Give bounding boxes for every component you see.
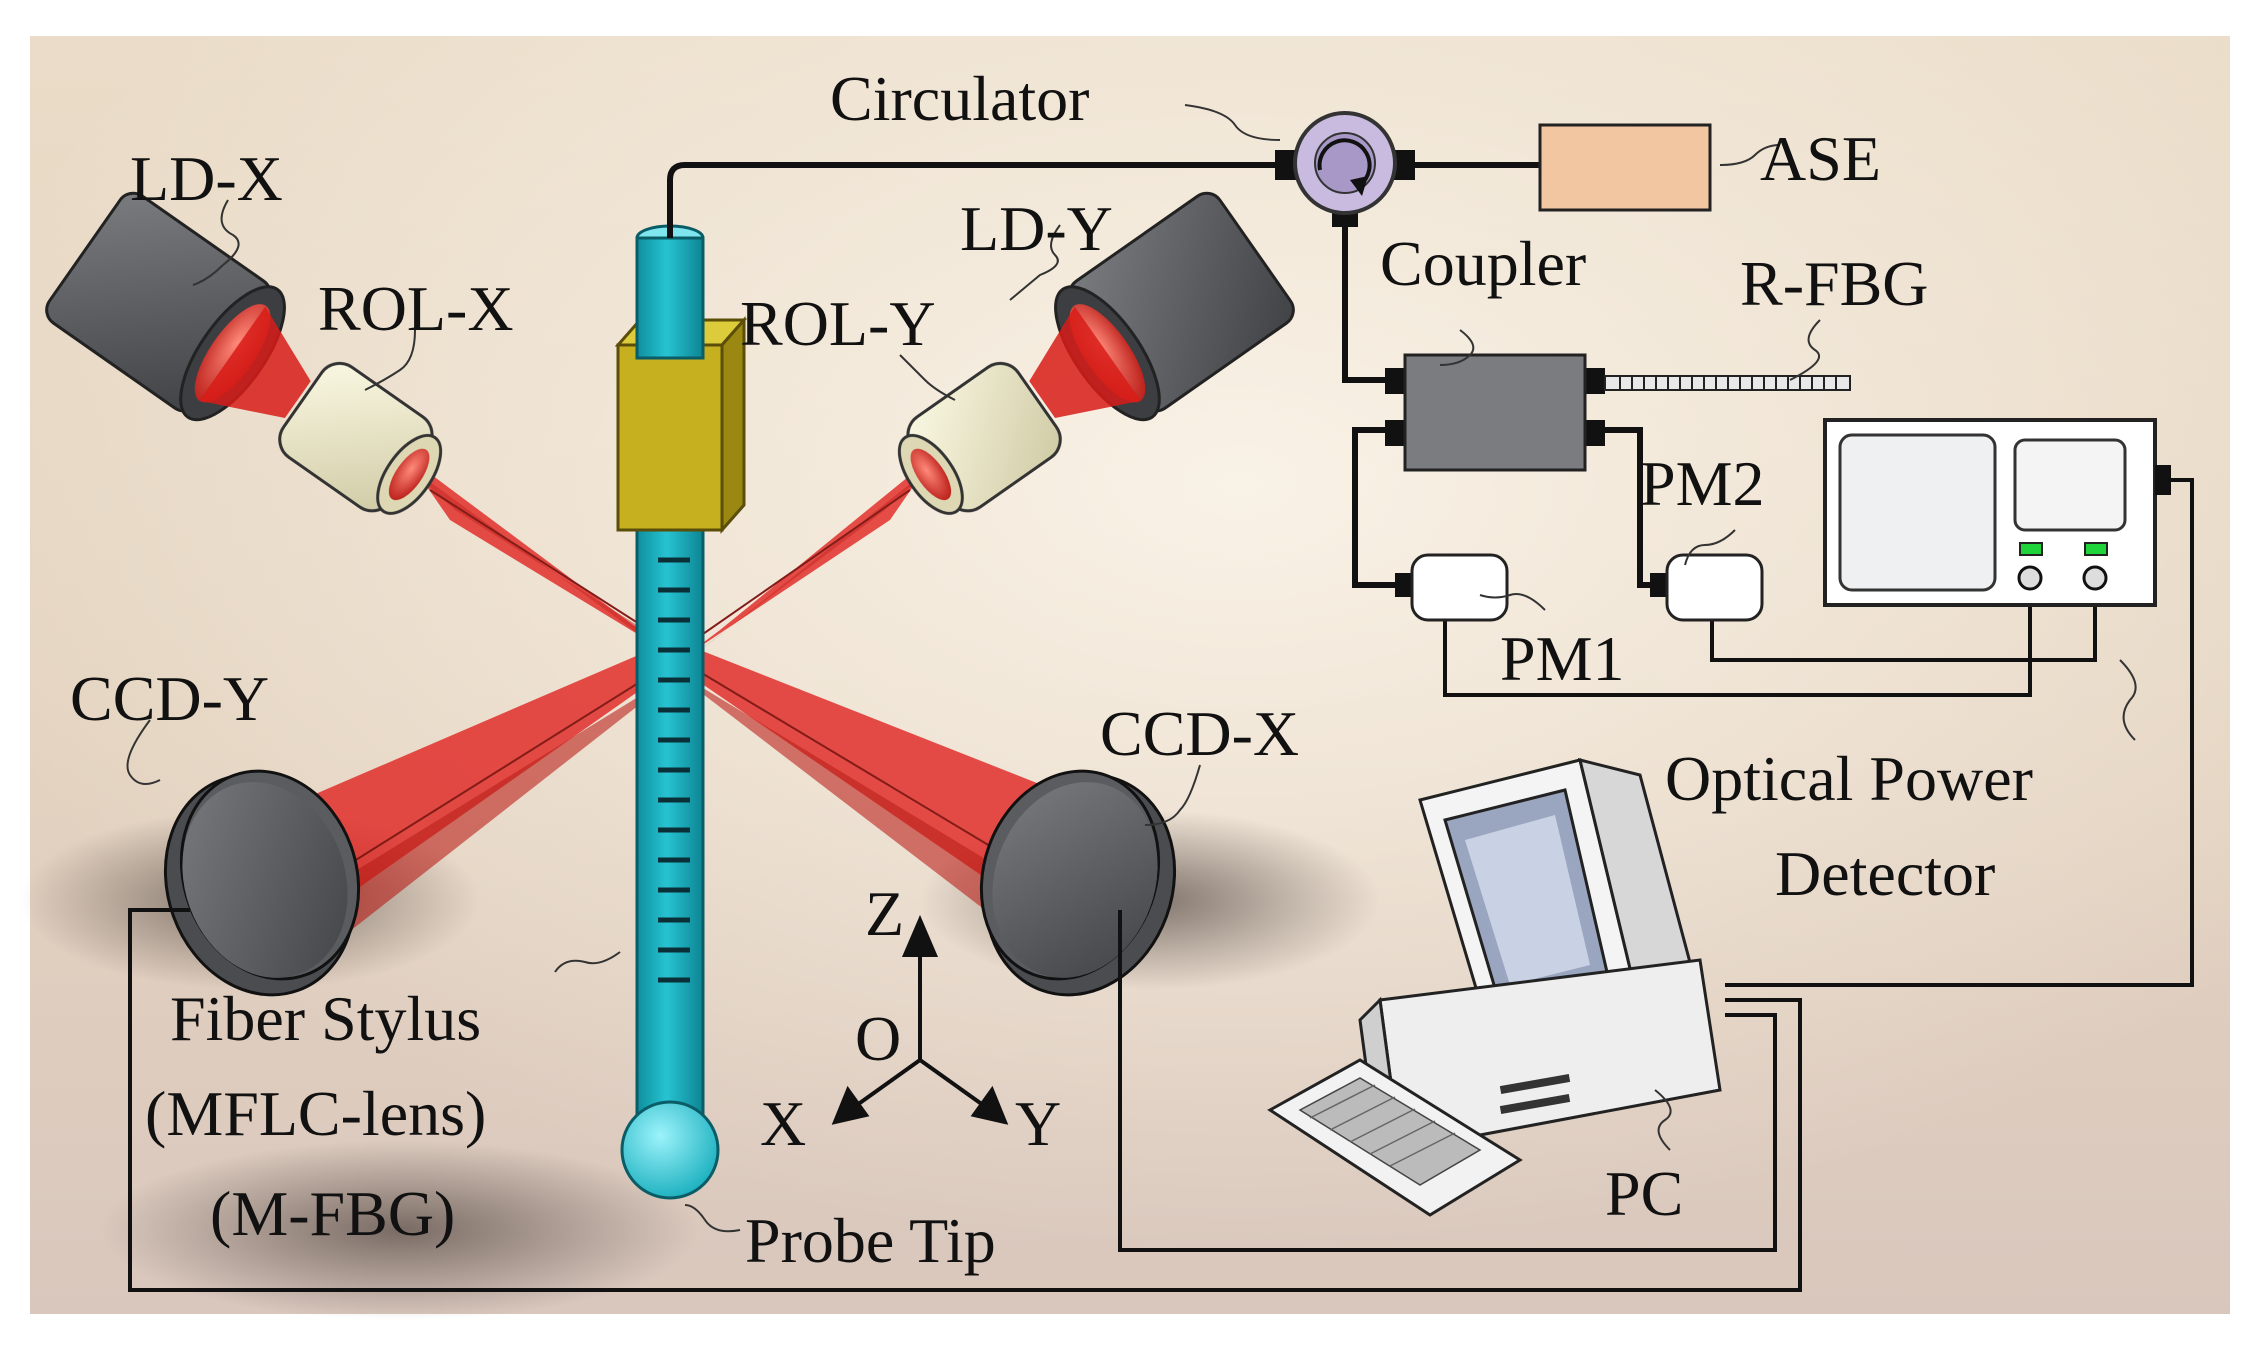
coupler [1385, 353, 1605, 472]
label-pm1: PM1 [1500, 623, 1625, 694]
ld-x-laser [45, 191, 311, 422]
rol-y-lens [897, 361, 1062, 515]
rol-x-lens [278, 361, 443, 515]
label-ase: ASE [1760, 123, 1881, 194]
label-ld-y: LD-Y [960, 193, 1113, 264]
ccd-x-camera [979, 769, 1177, 997]
label-rol-x: ROL-X [318, 273, 514, 344]
ccd-y-camera [163, 769, 361, 997]
fiber-stylus [614, 224, 748, 1200]
label-coupler: Coupler [1380, 228, 1586, 299]
label-mflc-lens: (MFLC-lens) [145, 1078, 486, 1149]
optical-power-detector [1823, 418, 2171, 607]
leader-lines [126, 104, 2137, 1233]
label-pc: PC [1605, 1158, 1683, 1229]
label-r-fbg: R-FBG [1740, 248, 1929, 319]
pm1-photodetector [1395, 553, 1509, 622]
ase-source [1538, 123, 1712, 212]
label-axis-x: X [760, 1088, 806, 1159]
ld-y-laser [1029, 191, 1295, 422]
label-pm2: PM2 [1640, 448, 1765, 519]
label-circulator: Circulator [830, 63, 1089, 134]
label-probe-tip: Probe Tip [745, 1205, 996, 1276]
m-fbg-grating [658, 557, 690, 983]
pc-computer [1267, 757, 1722, 1217]
r-fbg [1604, 375, 1851, 391]
coordinate-axes [831, 914, 1009, 1125]
label-axis-z: Z [865, 878, 904, 949]
label-m-fbg: (M-FBG) [210, 1178, 455, 1249]
label-ccd-x: CCD-X [1100, 698, 1299, 769]
label-axis-origin: O [855, 1003, 901, 1074]
pm2-photodetector [1650, 553, 1764, 622]
laser-beams [255, 455, 1080, 935]
label-axis-y: Y [1015, 1088, 1061, 1159]
probe-tip-sphere [620, 1100, 720, 1200]
label-ccd-y: CCD-Y [70, 663, 269, 734]
circulator [1275, 111, 1415, 227]
label-fiber-stylus: Fiber Stylus [170, 983, 481, 1054]
fiber-lines [667, 162, 1670, 588]
labels: Circulator ASE LD-X LD-Y ROL-X ROL-Y Cou… [70, 63, 2033, 1276]
label-rol-y: ROL-Y [740, 288, 936, 359]
label-detector: Detector [1775, 838, 1995, 909]
label-optical-power: Optical Power [1665, 743, 2033, 814]
label-ld-x: LD-X [130, 143, 283, 214]
